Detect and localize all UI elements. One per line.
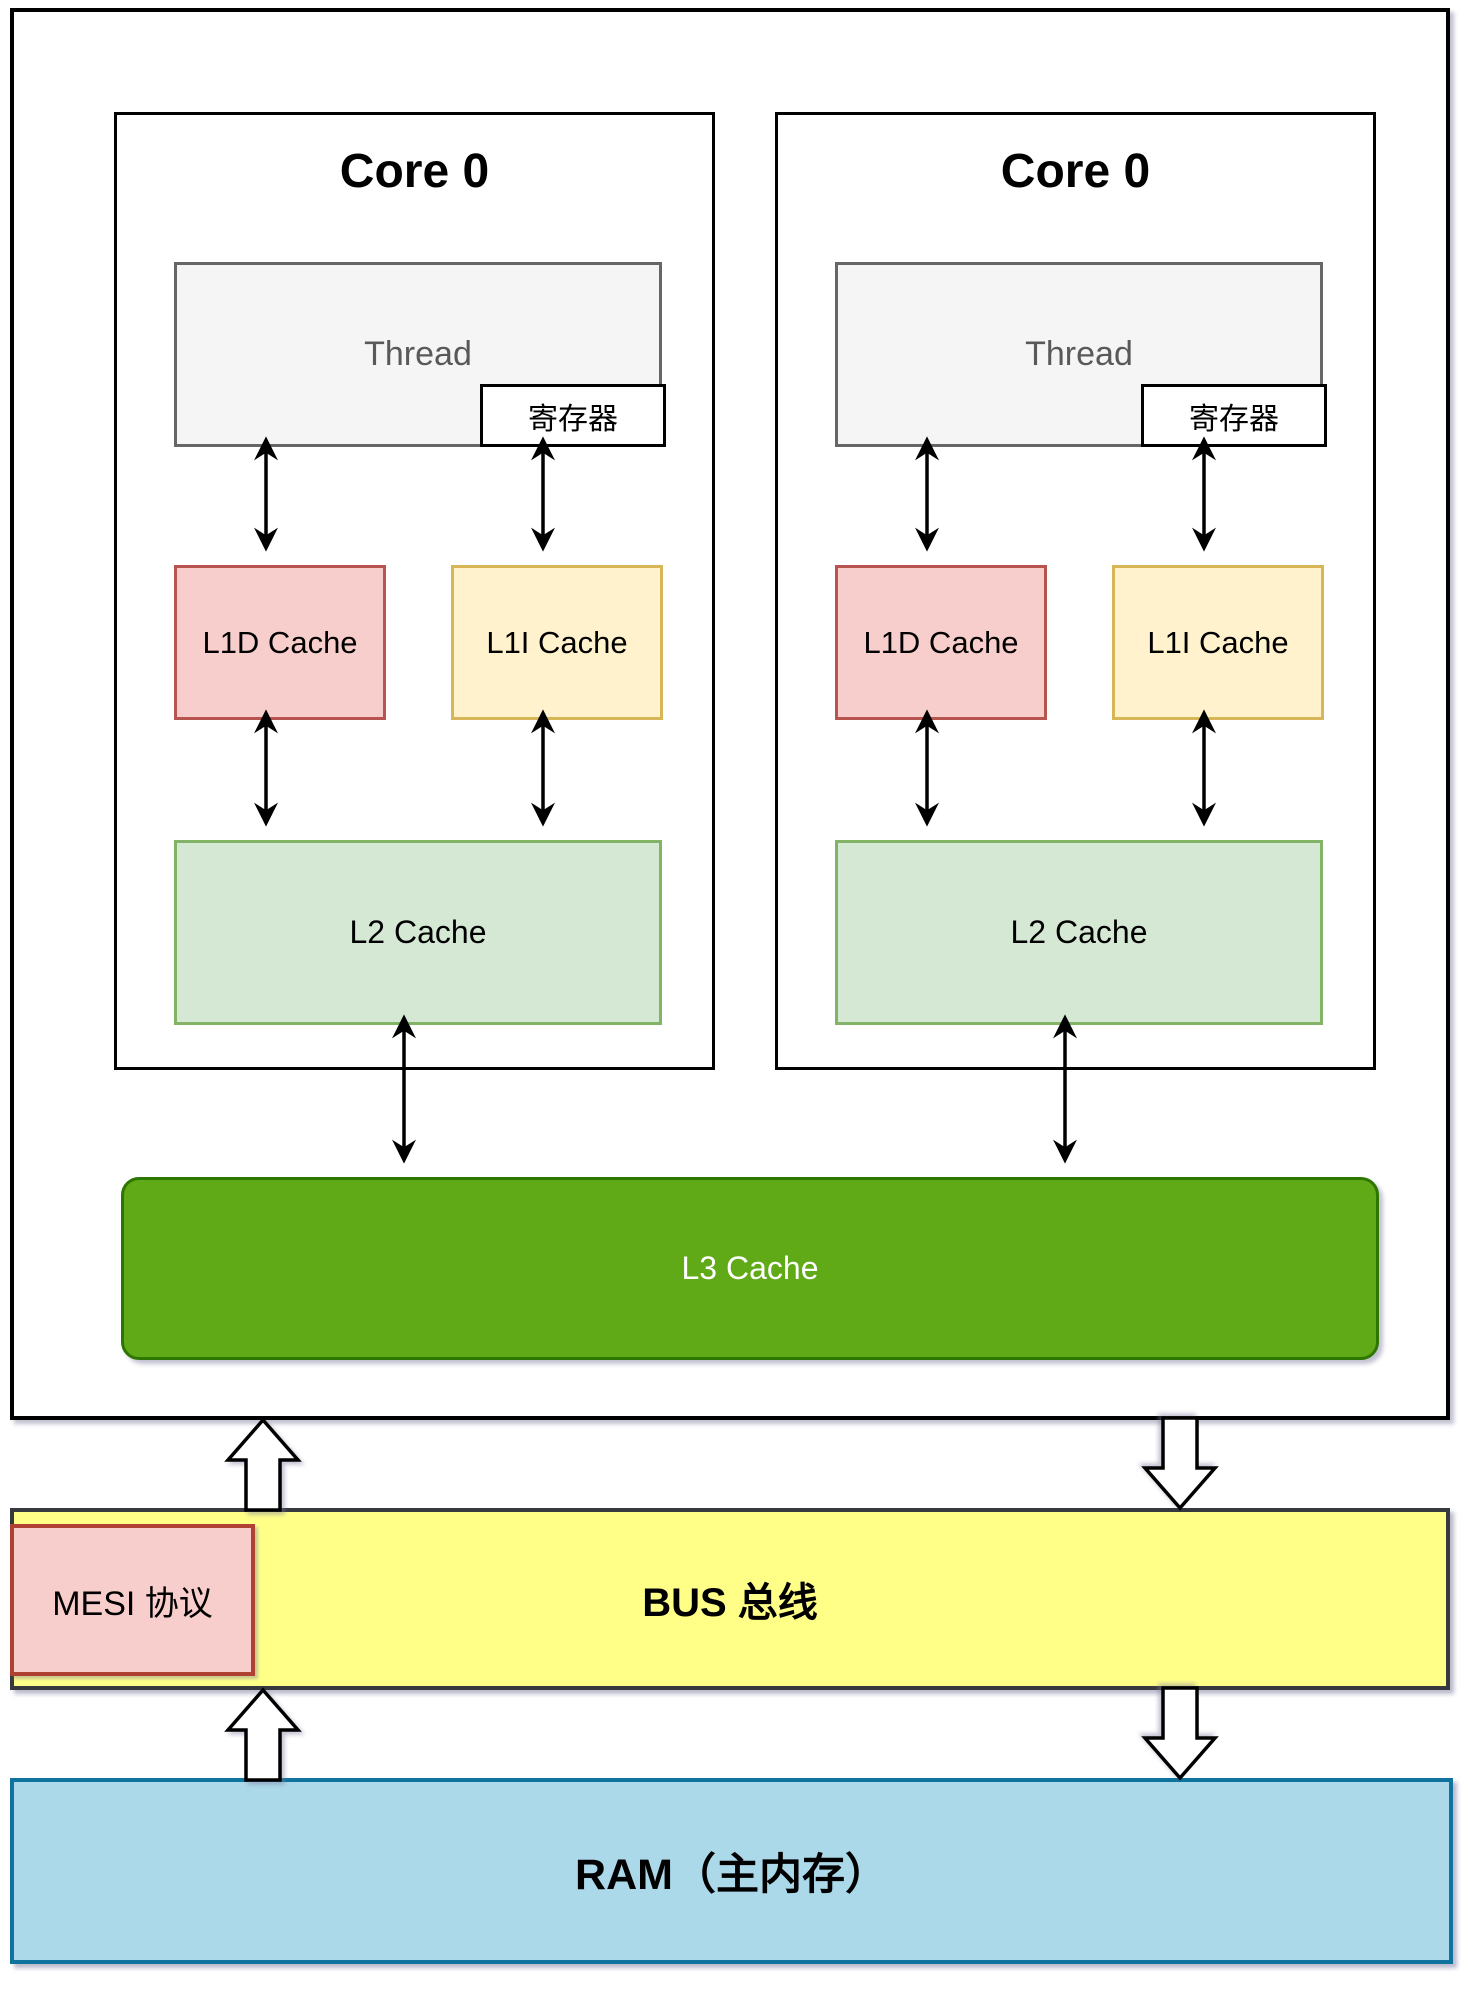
l2-cache-box: L2 Cache (835, 840, 1323, 1025)
l1i-cache-label: L1I Cache (486, 624, 628, 660)
thread-label: Thread (1025, 335, 1133, 373)
l2-cache-box: L2 Cache (174, 840, 662, 1025)
thread-box: Thread (174, 262, 662, 447)
block-arrow-up-bus-to-machine (226, 1418, 300, 1512)
l1i-cache-box: L1I Cache (451, 565, 663, 720)
block-arrow-down-machine-to-bus (1143, 1416, 1217, 1510)
l1d-cache-label: L1D Cache (863, 624, 1019, 660)
register-box: 寄存器 (1141, 384, 1327, 447)
l2-cache-label: L2 Cache (349, 914, 487, 950)
machine-container: Core 0 Thread 寄存器 L1D Cache L1I Cache L2… (10, 8, 1450, 1420)
l1i-cache-box: L1I Cache (1112, 565, 1324, 720)
l1i-cache-label: L1I Cache (1147, 624, 1289, 660)
core-box-right: Core 0 Thread 寄存器 L1D Cache L1I Cache L2… (775, 112, 1376, 1070)
register-label: 寄存器 (528, 402, 618, 436)
ram-label: RAM（主内存） (575, 1851, 888, 1899)
l2-cache-label: L2 Cache (1010, 914, 1148, 950)
l3-cache-box: L3 Cache (121, 1177, 1379, 1360)
thread-label: Thread (364, 335, 472, 373)
l1d-cache-box: L1D Cache (835, 565, 1047, 720)
block-arrow-up-ram-to-bus (226, 1688, 300, 1782)
l1d-cache-label: L1D Cache (202, 624, 358, 660)
mesi-protocol-label: MESI 协议 (52, 1584, 213, 1623)
core-box-left: Core 0 Thread 寄存器 L1D Cache L1I Cache L2… (114, 112, 715, 1070)
l1d-cache-box: L1D Cache (174, 565, 386, 720)
bus-label: BUS 总线 (642, 1581, 818, 1625)
block-arrow-down-bus-to-ram (1143, 1686, 1217, 1780)
register-label: 寄存器 (1189, 402, 1279, 436)
ram-bar: RAM（主内存） (10, 1778, 1453, 1964)
l3-cache-label: L3 Cache (681, 1250, 819, 1286)
core-title: Core 0 (1000, 144, 1151, 198)
mesi-protocol-box: MESI 协议 (10, 1524, 255, 1676)
core-title: Core 0 (339, 144, 490, 198)
register-box: 寄存器 (480, 384, 666, 447)
